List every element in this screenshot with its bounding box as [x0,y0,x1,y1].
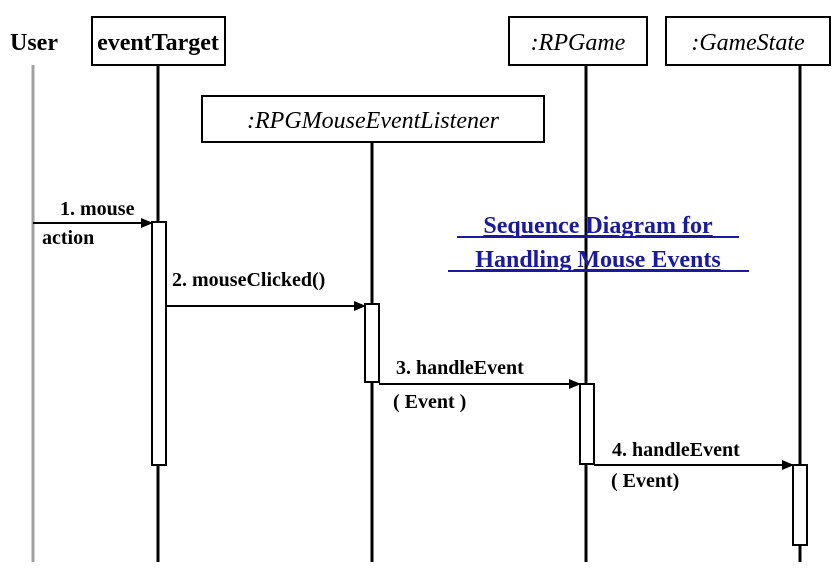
event-target-label: eventTarget [97,30,219,56]
message-3-label: 3. handleEvent [396,357,524,379]
user-participant: User [10,30,58,56]
rpgame-activation [579,383,595,465]
rpgame-box [508,16,648,66]
event-target-activation [151,221,167,466]
listener-box [201,95,545,143]
message-3-label-line2: ( Event ) [393,391,466,413]
gamestate-box [665,16,831,66]
message-1-label: 1. mouse [60,198,135,220]
rpgame-label: :RPGame [531,30,626,56]
message-1-label-line2: action [42,227,94,249]
message-4-label-line2: ( Event) [611,470,679,492]
message-2-label: 2. mouseClicked() [172,269,325,291]
gamestate-activation [792,464,808,546]
gamestate-label: :GameState [691,30,805,56]
event-target-box [91,16,226,66]
listener-label: :RPGMouseEventListener [247,108,500,134]
diagram-title-line2: Handling Mouse Events [475,247,720,273]
diagram-title-line1: Sequence Diagram for [483,213,713,239]
message-4-label: 4. handleEvent [612,439,740,461]
listener-activation [364,303,380,383]
